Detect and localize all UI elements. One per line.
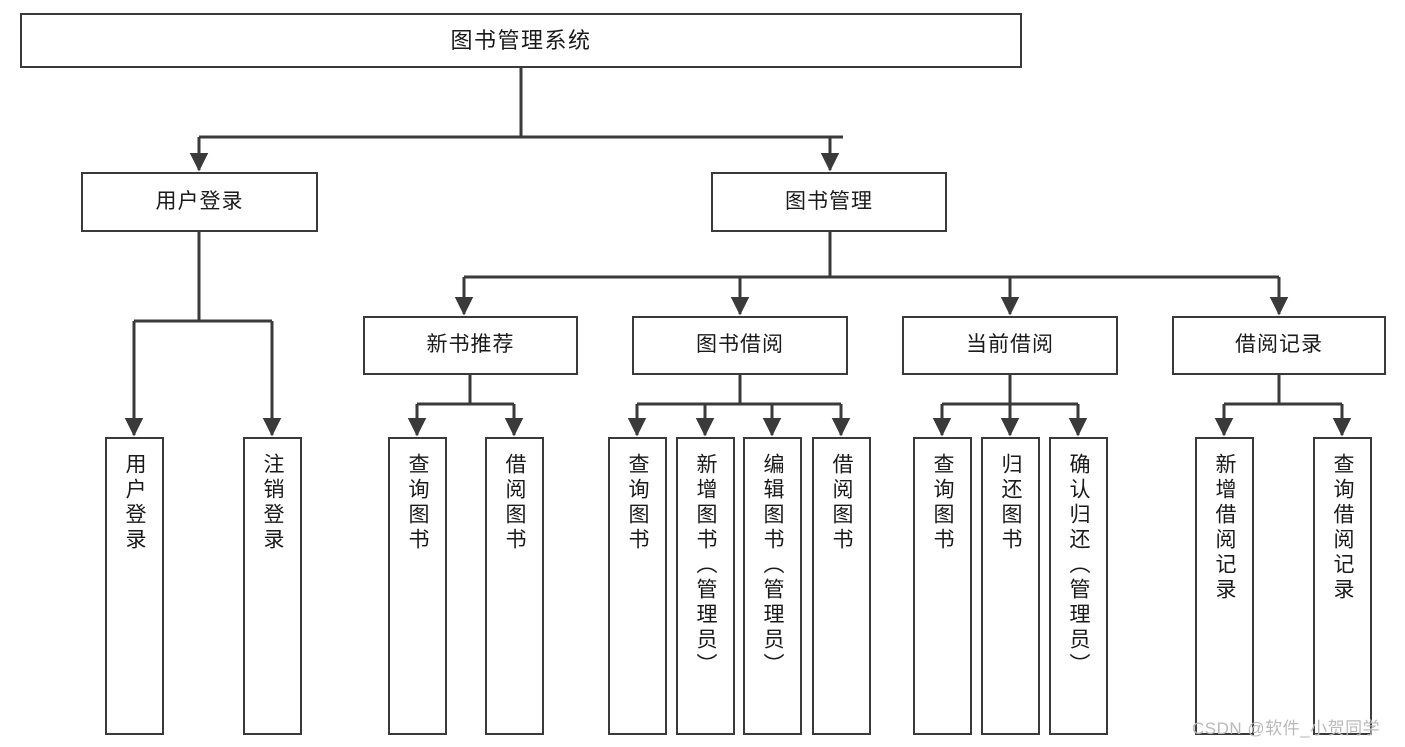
node-borrow-record-label: 借阅记录 <box>1235 333 1323 357</box>
csdn-watermark: CSDN @软件_小贺同学 <box>1192 719 1381 738</box>
node-leaf-add-record[interactable]: 新增借阅记录 <box>1195 437 1254 735</box>
node-book-borrow[interactable]: 图书借阅 <box>632 316 848 375</box>
node-current-borrow[interactable]: 当前借阅 <box>902 316 1118 375</box>
node-leaf-query-book-1[interactable]: 查询图书 <box>388 437 447 735</box>
node-leaf-user-login-label: 用户登录 <box>123 453 146 553</box>
node-leaf-user-login[interactable]: 用户登录 <box>105 437 164 735</box>
node-leaf-query-record-label: 查询借阅记录 <box>1331 453 1354 603</box>
node-root-system[interactable]: 图书管理系统 <box>20 13 1022 68</box>
node-leaf-edit-book[interactable]: 编辑图书（管理员） <box>743 437 802 735</box>
node-user-login-label: 用户登录 <box>155 189 244 213</box>
node-leaf-borrow-book-2-label: 借阅图书 <box>830 453 853 553</box>
node-book-management[interactable]: 图书管理 <box>711 172 947 232</box>
node-new-book-recommend-label: 新书推荐 <box>426 333 515 357</box>
node-leaf-return-book[interactable]: 归还图书 <box>981 437 1040 735</box>
node-leaf-edit-book-label: 编辑图书（管理员） <box>761 453 784 678</box>
node-leaf-add-book-label: 新增图书（管理员） <box>694 453 717 678</box>
node-leaf-confirm-return-label: 确认归还（管理员） <box>1067 453 1090 678</box>
node-borrow-record[interactable]: 借阅记录 <box>1172 316 1386 375</box>
node-leaf-query-book-3[interactable]: 查询图书 <box>913 437 972 735</box>
node-leaf-add-record-label: 新增借阅记录 <box>1213 453 1236 603</box>
node-leaf-query-book-2-label: 查询图书 <box>626 453 649 553</box>
node-user-login[interactable]: 用户登录 <box>81 172 318 232</box>
node-root-system-label: 图书管理系统 <box>450 27 592 53</box>
node-leaf-query-book-1-label: 查询图书 <box>406 453 429 553</box>
node-leaf-borrow-book-2[interactable]: 借阅图书 <box>812 437 871 735</box>
node-leaf-borrow-book-1[interactable]: 借阅图书 <box>485 437 544 735</box>
node-leaf-query-book-2[interactable]: 查询图书 <box>608 437 667 735</box>
node-leaf-query-book-3-label: 查询图书 <box>931 453 954 553</box>
node-new-book-recommend[interactable]: 新书推荐 <box>363 316 578 375</box>
node-book-borrow-label: 图书借阅 <box>696 333 784 357</box>
node-current-borrow-label: 当前借阅 <box>966 333 1054 357</box>
node-leaf-logout[interactable]: 注销登录 <box>243 437 302 735</box>
node-leaf-confirm-return[interactable]: 确认归还（管理员） <box>1049 437 1108 735</box>
node-leaf-logout-label: 注销登录 <box>261 453 284 553</box>
node-leaf-borrow-book-1-label: 借阅图书 <box>503 453 526 553</box>
node-leaf-add-book[interactable]: 新增图书（管理员） <box>676 437 735 735</box>
node-leaf-query-record[interactable]: 查询借阅记录 <box>1313 437 1372 735</box>
node-book-management-label: 图书管理 <box>785 189 873 213</box>
node-leaf-return-book-label: 归还图书 <box>999 453 1022 553</box>
